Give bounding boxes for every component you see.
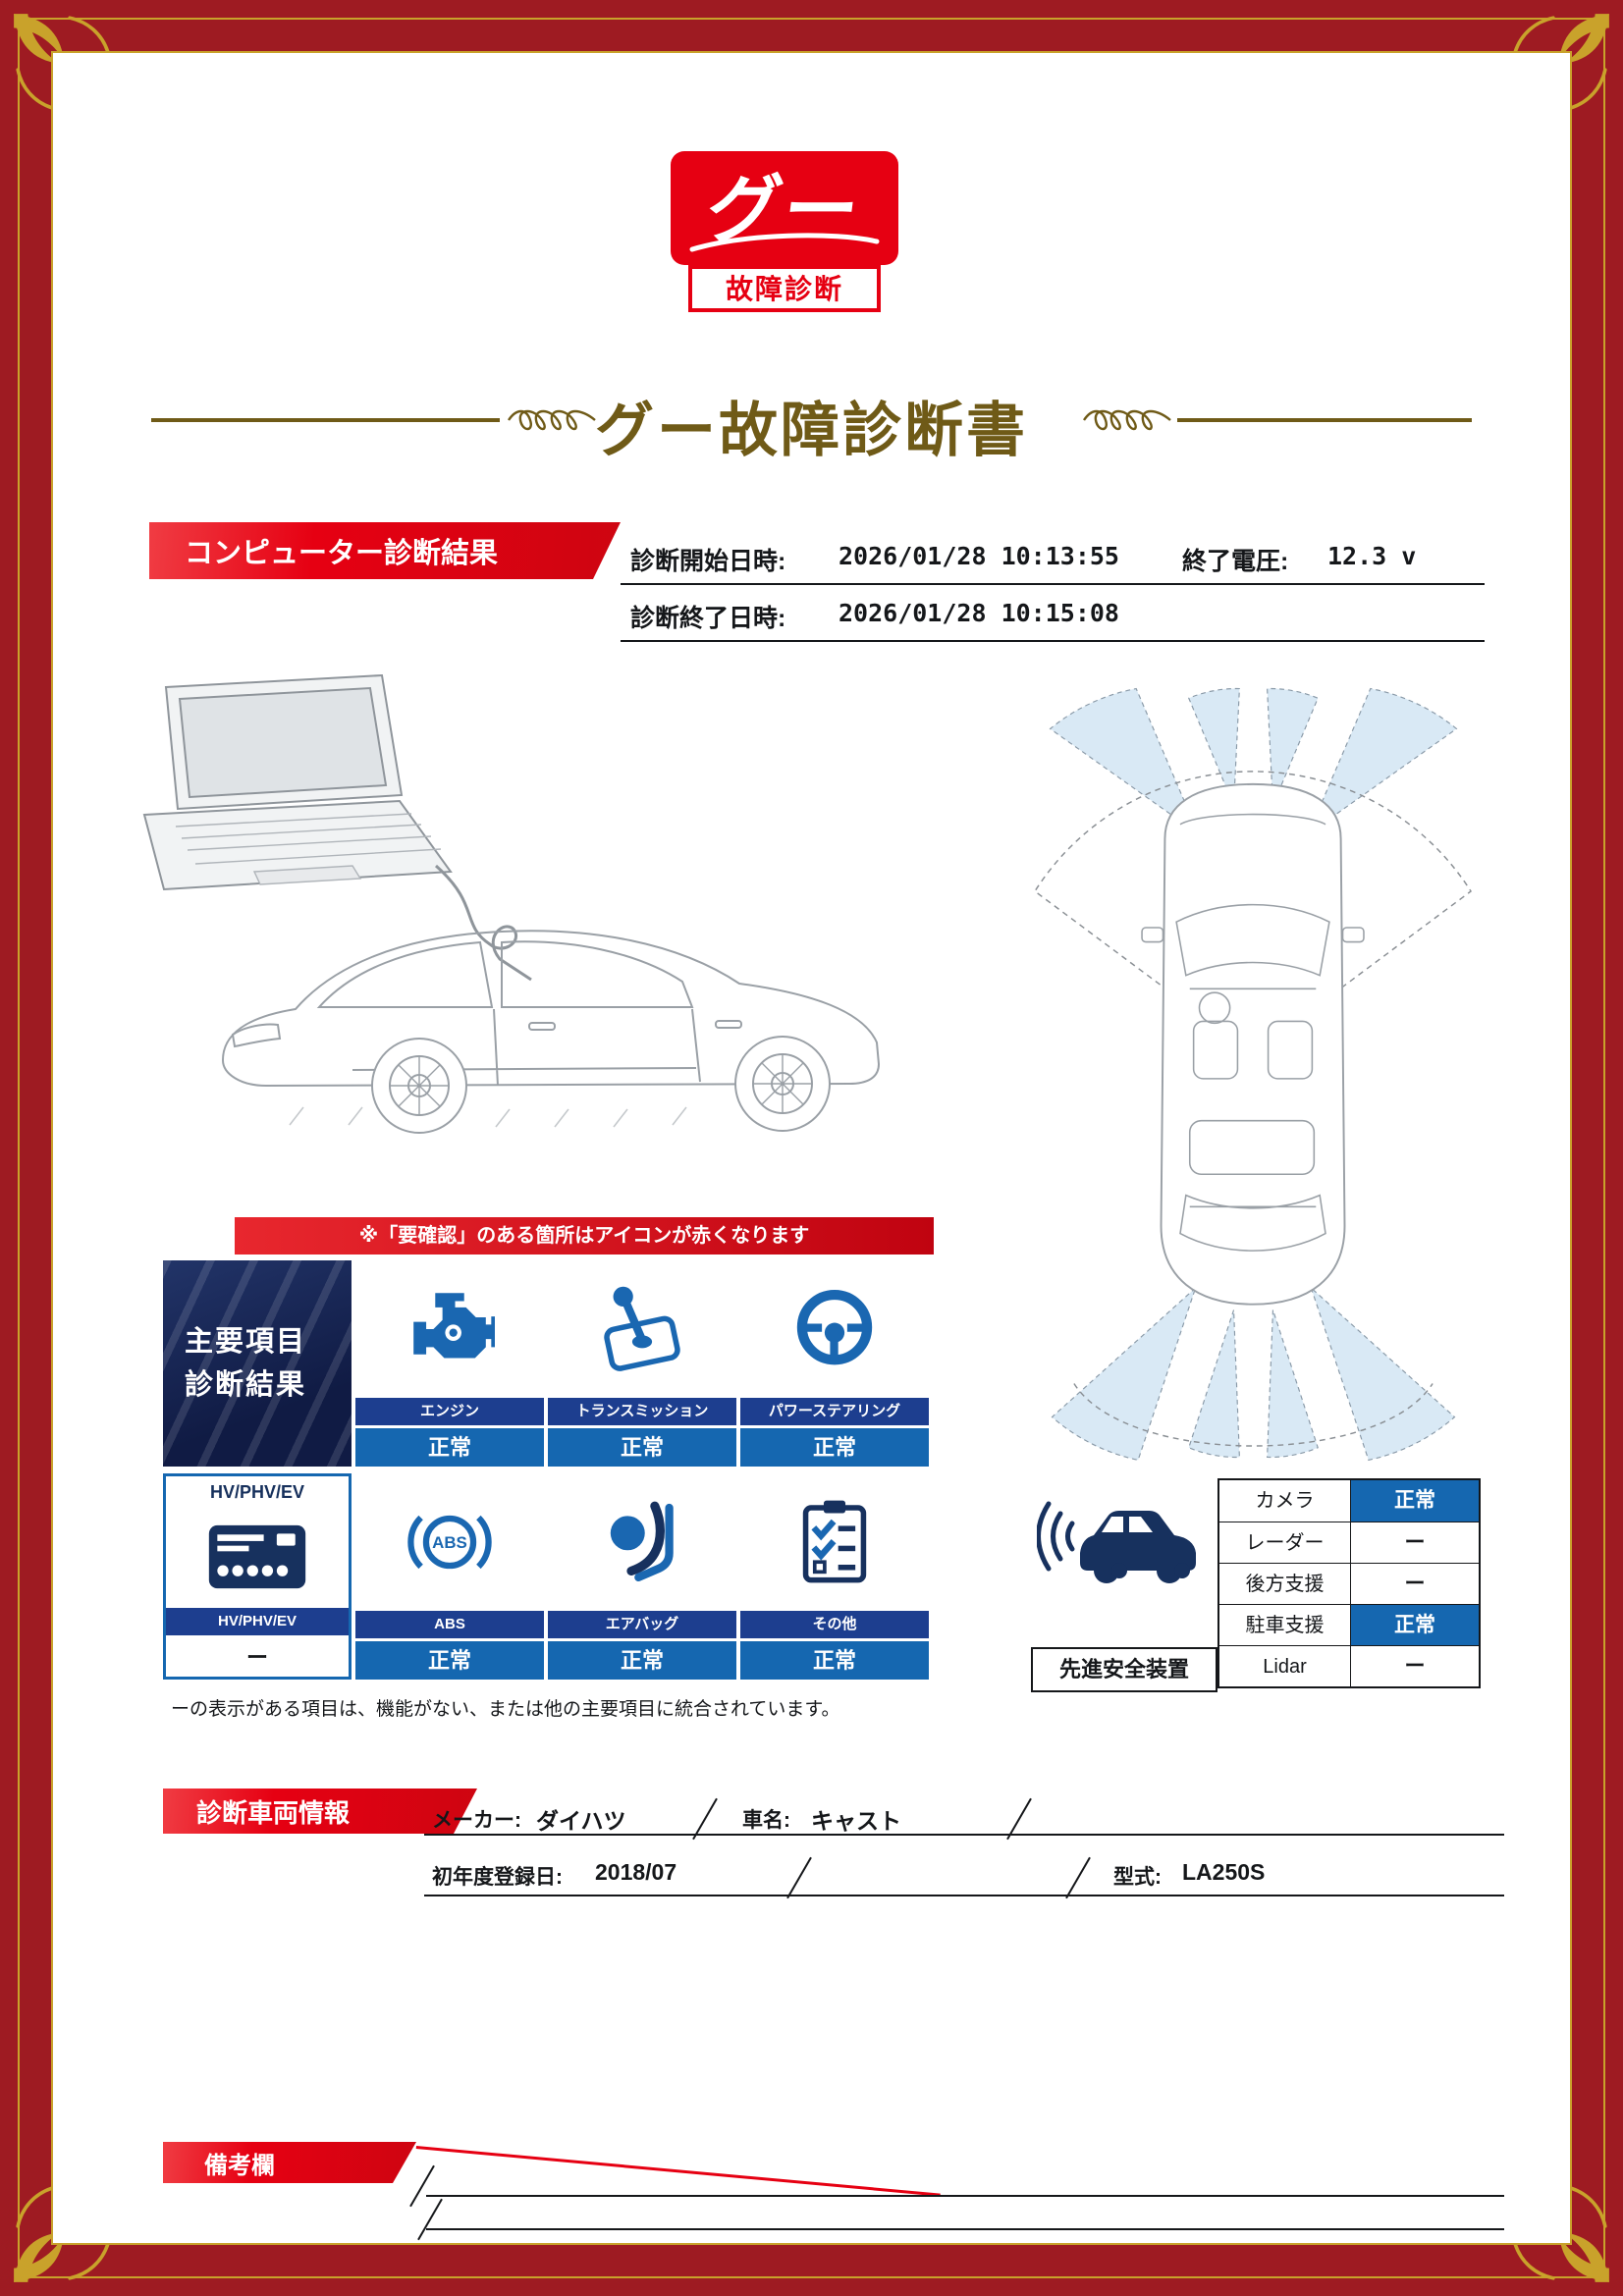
diagnosis-item-status: 正常 xyxy=(548,1641,736,1680)
title-swirl-icon xyxy=(1083,409,1171,431)
safety-row-name: レーダー xyxy=(1219,1522,1351,1563)
steering-wheel-icon xyxy=(740,1260,929,1398)
section-vehicle-info-ribbon: 診断車両情報 xyxy=(163,1789,477,1834)
field-divider-slash xyxy=(409,2164,435,2208)
svg-text:ABS: ABS xyxy=(432,1533,467,1552)
diagnosis-cell-airbag: エアバッグ 正常 xyxy=(548,1473,736,1680)
remarks-line xyxy=(426,2195,1504,2197)
safety-row-status: ー xyxy=(1351,1646,1479,1686)
maker-label: メーカー: xyxy=(432,1809,521,1832)
safety-row-name: Lidar xyxy=(1219,1646,1351,1686)
safety-devices-label: 先進安全装置 xyxy=(1031,1647,1217,1692)
field-divider-slash xyxy=(786,1856,812,1899)
diagnosis-item-status: 正常 xyxy=(740,1641,929,1680)
diagnosis-start-value: 2026/01/28 10:13:55 xyxy=(839,542,1119,570)
field-divider-slash xyxy=(417,2198,443,2241)
form-line xyxy=(424,1834,1504,1836)
section-remarks-ribbon: 備考欄 xyxy=(163,2142,416,2183)
grid-header-box: 主要項目 診断結果 xyxy=(163,1260,352,1467)
title-swirl-icon xyxy=(508,409,596,431)
safety-row-name: 後方支援 xyxy=(1219,1564,1351,1604)
table-row: 駐車支援 正常 xyxy=(1219,1604,1479,1645)
registration-value: 2018/07 xyxy=(595,1859,677,1885)
model-value: LA250S xyxy=(1182,1859,1266,1885)
remarks-red-line xyxy=(415,2146,941,2197)
laptop-car-illustration xyxy=(142,673,881,1134)
safety-row-status: 正常 xyxy=(1351,1480,1479,1522)
section-computer-diagnosis-ribbon: コンピューター診断結果 xyxy=(149,522,621,579)
diagnosis-item-status: 正常 xyxy=(740,1428,929,1467)
report-content: グー 故障診断 グー故障診断書 コンピューター診断結果 診断開始日時: 2026… xyxy=(51,51,1572,2245)
car-sensor-icon xyxy=(1037,1501,1196,1583)
form-line xyxy=(621,640,1485,642)
form-line xyxy=(424,1895,1504,1896)
title-rule-left xyxy=(151,418,500,422)
logo-swoosh-icon xyxy=(689,233,880,252)
hv-battery-monitor-icon xyxy=(166,1506,349,1608)
table-row: 後方支援 ー xyxy=(1219,1563,1479,1604)
model-label: 型式: xyxy=(1113,1866,1162,1889)
engine-icon xyxy=(355,1260,544,1398)
airbag-icon xyxy=(548,1473,736,1611)
registration-label: 初年度登録日: xyxy=(432,1866,563,1889)
form-line xyxy=(621,583,1485,585)
title-rule-right xyxy=(1177,418,1472,422)
diagnosis-item-status: 正常 xyxy=(355,1641,544,1680)
grid-header-line2: 診断結果 xyxy=(185,1369,307,1401)
diagnosis-item-label: トランスミッション xyxy=(548,1398,736,1425)
remarks-line xyxy=(426,2228,1504,2230)
diagnosis-item-label: エアバッグ xyxy=(548,1611,736,1638)
diagnosis-item-status: 正常 xyxy=(548,1428,736,1467)
table-row: カメラ 正常 xyxy=(1219,1480,1479,1522)
diagnosis-item-label: ABS xyxy=(355,1611,544,1638)
safety-row-status: ー xyxy=(1351,1522,1479,1563)
diagnosis-cell-hv-phv-ev: HV/PHV/EV HV/PHV/EV ー xyxy=(163,1473,352,1680)
diagnosis-end-value: 2026/01/28 10:15:08 xyxy=(839,599,1119,627)
goo-logo: グー xyxy=(671,151,898,265)
end-voltage-label: 終了電圧: xyxy=(1182,548,1289,575)
safety-devices-table: カメラ 正常 レーダー ー 後方支援 ー 駐車支援 正常 Lidar ー xyxy=(1217,1478,1481,1688)
diagnosis-item-status: 正常 xyxy=(355,1428,544,1467)
safety-row-status: ー xyxy=(1351,1564,1479,1604)
diagnosis-cell-abs: ABS ABS 正常 xyxy=(355,1473,544,1680)
car-name-value: キャスト xyxy=(811,1808,901,1834)
grid-header-line1: 主要項目 xyxy=(185,1326,307,1358)
page-title: グー故障診断書 xyxy=(595,398,1028,463)
checklist-icon xyxy=(740,1473,929,1611)
abs-icon: ABS xyxy=(355,1473,544,1611)
diagnosis-item-label: エンジン xyxy=(355,1398,544,1425)
transmission-icon xyxy=(548,1260,736,1398)
maker-value: ダイハツ xyxy=(536,1808,626,1834)
safety-row-status: 正常 xyxy=(1351,1605,1479,1645)
car-name-label: 車名: xyxy=(742,1809,790,1832)
table-row: レーダー ー xyxy=(1219,1522,1479,1563)
goo-logo-subtitle: 故障診断 xyxy=(688,265,881,312)
end-voltage-value: 12.3 v xyxy=(1327,542,1417,570)
table-row: Lidar ー xyxy=(1219,1645,1479,1686)
warning-note-bar: ※「要確認」のある箇所はアイコンが赤くなります xyxy=(235,1217,934,1255)
safety-row-name: 駐車支援 xyxy=(1219,1605,1351,1645)
diagnosis-item-label: HV/PHV/EV xyxy=(166,1608,349,1635)
field-divider-slash xyxy=(1065,1856,1091,1899)
diagnosis-cell-transmission: トランスミッション 正常 xyxy=(548,1260,736,1467)
diagnosis-start-label: 診断開始日時: xyxy=(630,548,786,575)
diagnosis-end-label: 診断終了日時: xyxy=(630,605,786,632)
diagnosis-cell-other: その他 正常 xyxy=(740,1473,929,1680)
diagnosis-cell-engine: エンジン 正常 xyxy=(355,1260,544,1467)
diagnosis-item-label: その他 xyxy=(740,1611,929,1638)
diagnosis-item-status: ー xyxy=(166,1638,349,1677)
grid-footnote: ーの表示がある項目は、機能がない、または他の主要項目に統合されています。 xyxy=(171,1699,840,1720)
safety-row-name: カメラ xyxy=(1219,1480,1351,1522)
hv-cell-title: HV/PHV/EV xyxy=(209,1482,305,1502)
diagnosis-cell-power-steering: パワーステアリング 正常 xyxy=(740,1260,929,1467)
diagnosis-item-label: パワーステアリング xyxy=(740,1398,929,1425)
sensor-coverage-illustration xyxy=(1034,687,1473,1462)
